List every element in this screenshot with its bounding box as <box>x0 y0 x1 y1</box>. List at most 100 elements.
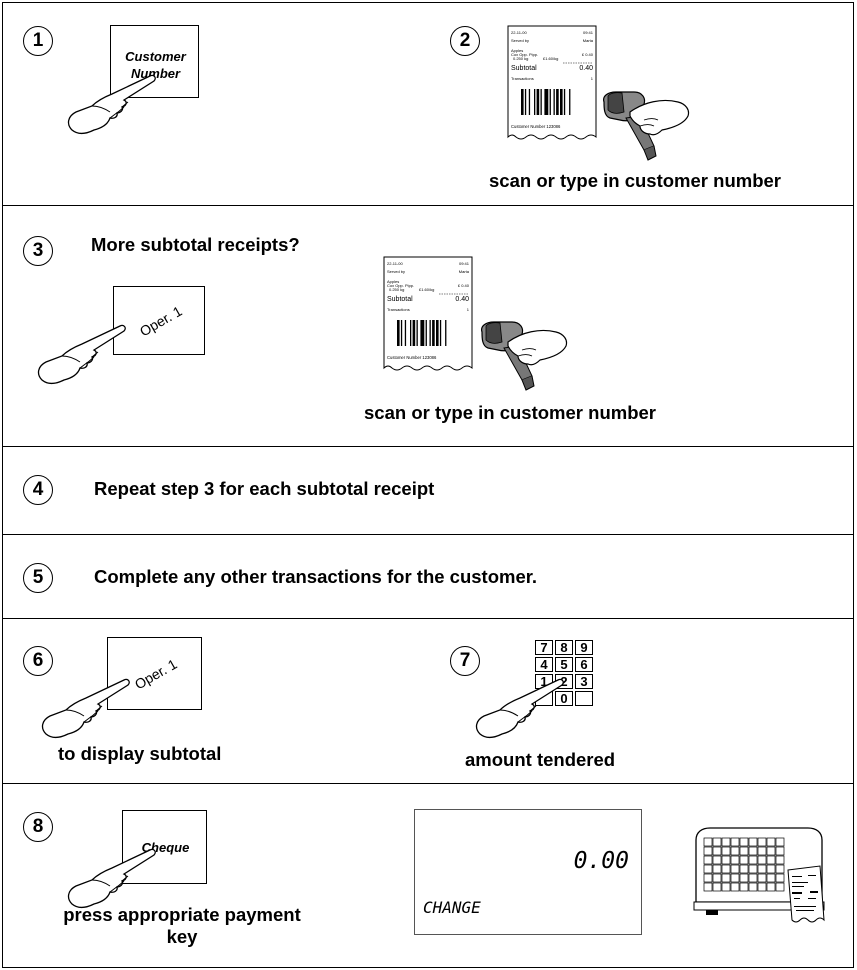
receipt-customer-line: Customer Number 123086 <box>387 355 437 360</box>
scale-key <box>703 837 713 847</box>
scale-key <box>757 873 767 883</box>
scale-key <box>775 882 785 892</box>
barcode-bar <box>553 89 555 115</box>
step-6-caption: to display subtotal <box>58 743 222 764</box>
scale-key <box>757 864 767 874</box>
step-4-text: Repeat step 3 for each subtotal receipt <box>94 478 435 499</box>
barcode-scanner-icon <box>603 91 690 161</box>
scale-key <box>775 846 785 856</box>
keypad-key[interactable] <box>575 691 593 706</box>
customer-number-key[interactable]: Customer Number <box>110 25 199 98</box>
receipt-subtotal-value: 0.40 <box>455 296 469 303</box>
barcode-bar <box>436 320 439 346</box>
receipt-served-name: Marta <box>583 38 594 43</box>
scale-key <box>739 855 749 865</box>
scale-key <box>739 882 749 892</box>
scale-key <box>748 882 758 892</box>
receipt-transactions-label: Transactions <box>511 76 534 81</box>
scale-key <box>712 882 722 892</box>
scale-key <box>748 846 758 856</box>
barcode-bar <box>439 320 442 346</box>
barcode-bar <box>429 320 431 346</box>
scale-key <box>721 873 731 883</box>
step-8-number: 8 <box>23 812 53 842</box>
barcode-bar <box>563 89 566 115</box>
keypad-key[interactable]: 6 <box>575 657 593 672</box>
step-7-number: 7 <box>450 646 480 676</box>
keypad-key[interactable]: 4 <box>535 657 553 672</box>
receipt-item: Apples <box>511 48 523 53</box>
barcode-bar <box>397 320 400 346</box>
scale-key <box>748 873 758 883</box>
barcode-bar <box>420 320 425 346</box>
scale-key <box>748 855 758 865</box>
receipt-subtotal-value: 0.40 <box>579 65 593 72</box>
keypad-key[interactable]: 7 <box>535 640 553 655</box>
receipt-transactions-value: 1 <box>467 307 470 312</box>
scale-key <box>766 873 776 883</box>
barcode-bar <box>528 89 531 115</box>
step-2-number: 2 <box>450 26 480 56</box>
step-3-caption: scan or type in customer number <box>364 402 656 423</box>
scale-key <box>730 855 740 865</box>
oper-1-key[interactable]: Oper. 1 <box>107 637 202 710</box>
keypad-icon[interactable]: 7 8 9 4 5 6 1 2 3 0 <box>535 640 599 720</box>
scale-key <box>703 855 713 865</box>
scale-key <box>730 873 740 883</box>
keypad-key[interactable]: 3 <box>575 674 593 689</box>
scale-key <box>748 837 758 847</box>
scale-key <box>775 873 785 883</box>
barcode-bar <box>524 89 527 115</box>
barcode-bar <box>404 320 407 346</box>
finger-pointing-hand-icon <box>67 848 156 909</box>
receipt-served-name: Marta <box>459 269 470 274</box>
receipt-customer-line: Customer Number 123086 <box>511 124 561 129</box>
divider <box>2 205 854 206</box>
scale-key <box>703 846 713 856</box>
barcode-bar <box>560 89 563 115</box>
receipt-price: £ 0.40 <box>458 283 470 288</box>
scale-key <box>712 864 722 874</box>
scale-key <box>766 864 776 874</box>
oper-1-key[interactable]: Oper. 1 <box>113 286 205 355</box>
scale-key <box>730 846 740 856</box>
display-value: 0.00 <box>573 848 629 874</box>
keypad-key[interactable]: 5 <box>555 657 573 672</box>
scale-key <box>703 864 713 874</box>
step-8-caption: press appropriate payment key <box>63 904 301 947</box>
receipt-item-sub: Cox Opp. Pipp. <box>511 52 538 57</box>
barcode <box>397 320 447 346</box>
scale-key <box>721 846 731 856</box>
finger-pointing-hand-icon <box>37 324 126 385</box>
keypad-key[interactable]: 8 <box>555 640 573 655</box>
keypad-key[interactable]: 9 <box>575 640 593 655</box>
step-3-number: 3 <box>23 236 53 266</box>
step-1-number: 1 <box>23 26 53 56</box>
receipt-subtotal-label: Subtotal <box>387 296 413 303</box>
barcode-bar <box>540 89 542 115</box>
receipt-item: Apples <box>387 279 399 284</box>
scale-key <box>712 837 722 847</box>
receipt-transactions-value: 1 <box>591 76 594 81</box>
step-4-number: 4 <box>23 475 53 505</box>
receipt-subtotal-label: Subtotal <box>511 65 537 72</box>
barcode-bar <box>445 320 447 346</box>
barcode-bar <box>534 89 536 115</box>
scale-key <box>739 837 749 847</box>
display-label: CHANGE <box>423 898 481 917</box>
receipt-weight: 0.250 kg <box>513 56 528 61</box>
step-6-number: 6 <box>23 646 53 676</box>
divider <box>2 446 854 447</box>
barcode-scanner-icon <box>481 321 568 391</box>
keypad-key[interactable]: 0 <box>555 691 573 706</box>
scale-key <box>775 864 785 874</box>
receipt-price-per-kg: £1.60/kg <box>419 287 434 292</box>
barcode-bar <box>549 89 551 115</box>
barcode-bar <box>416 320 418 346</box>
step-3-heading: More subtotal receipts? <box>91 234 300 255</box>
receipt-served-label: Served by <box>511 38 529 43</box>
receipt-price-per-kg: £1.60/kg <box>543 56 558 61</box>
scale-key <box>748 864 758 874</box>
barcode-bar <box>412 320 416 346</box>
scale-key <box>730 864 740 874</box>
